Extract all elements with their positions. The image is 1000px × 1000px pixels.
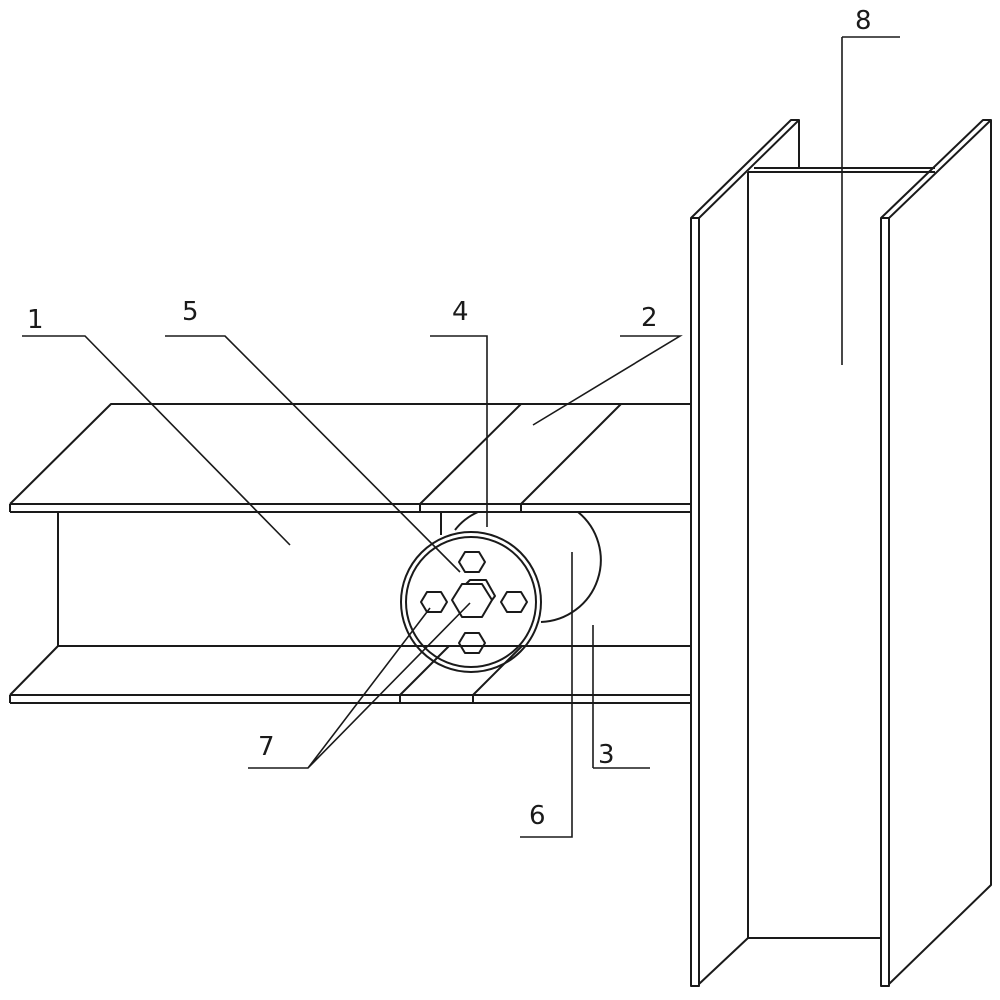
label-5: 5 [182,297,199,327]
bolt-top [458,551,486,573]
flange-splice-plates [399,403,622,703]
circular-plate [400,531,542,673]
label-3: 3 [598,740,615,770]
semicircular-plate [454,511,602,623]
label-7: 7 [258,732,275,762]
bolt-center [451,583,493,618]
bolt-left [420,591,448,613]
label-2: 2 [641,303,658,333]
h-column [690,119,992,987]
bolts [420,551,528,654]
label-6: 6 [529,801,546,831]
h-beam [9,403,691,704]
label-4: 4 [452,297,469,327]
leader-lines [22,36,900,838]
bolt-right [500,591,528,613]
label-8: 8 [855,6,872,36]
bolt-bottom [458,632,486,654]
label-1: 1 [27,305,44,335]
